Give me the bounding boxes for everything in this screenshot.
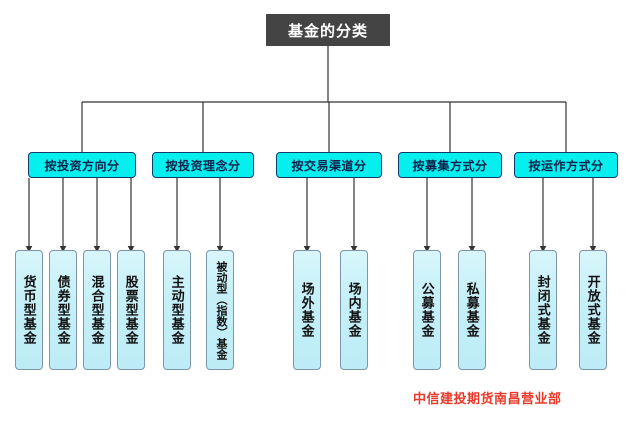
leaf-box-3-1[interactable]: 场外基金 (293, 250, 321, 370)
leaf-label: 股票型基金 (123, 275, 139, 345)
category-box-2[interactable]: 按投资理念分 (152, 152, 254, 178)
leaf-label: 主动型基金 (169, 275, 185, 345)
leaf-box-5-1[interactable]: 封闭式基金 (529, 250, 557, 370)
category-label: 按投资理念分 (165, 158, 241, 173)
leaf-label: 公募基金 (419, 282, 435, 338)
category-box-3[interactable]: 按交易渠道分 (276, 152, 382, 178)
leaf-box-2-2[interactable]: 被动型（指数）基金 (206, 250, 234, 370)
leaf-box-4-2[interactable]: 私募基金 (458, 250, 486, 370)
category-box-1[interactable]: 按投资方向分 (28, 152, 136, 178)
leaf-label: 封闭式基金 (535, 275, 551, 345)
category-box-4[interactable]: 按募集方式分 (398, 152, 502, 178)
category-label: 按运作方式分 (528, 158, 604, 173)
leaf-label: 场内基金 (346, 282, 362, 338)
leaf-label: 私募基金 (464, 282, 480, 338)
leaf-label: 场外基金 (299, 282, 315, 338)
leaf-label: 混合型基金 (89, 275, 105, 345)
footer-note: 中信建投期货南昌营业部 (413, 391, 562, 406)
leaf-label: 货币型基金 (21, 275, 37, 345)
leaf-box-5-2[interactable]: 开放式基金 (579, 250, 607, 370)
category-box-5[interactable]: 按运作方式分 (514, 152, 618, 178)
leaf-box-1-2[interactable]: 债券型基金 (49, 250, 77, 370)
leaf-label: 开放式基金 (585, 275, 601, 345)
leaf-box-4-1[interactable]: 公募基金 (413, 250, 441, 370)
leaf-box-1-4[interactable]: 股票型基金 (117, 250, 145, 370)
leaf-label: 债券型基金 (55, 275, 71, 345)
category-label: 按交易渠道分 (291, 158, 367, 173)
leaf-label: 被动型（指数）基金 (214, 260, 227, 360)
leaf-box-1-1[interactable]: 货币型基金 (15, 250, 43, 370)
category-label: 按投资方向分 (44, 158, 120, 173)
root-title-box: 基金的分类 (266, 14, 390, 46)
category-label: 按募集方式分 (412, 158, 488, 173)
leaf-box-1-3[interactable]: 混合型基金 (83, 250, 111, 370)
leaf-box-2-1[interactable]: 主动型基金 (163, 250, 191, 370)
leaf-box-3-2[interactable]: 场内基金 (340, 250, 368, 370)
